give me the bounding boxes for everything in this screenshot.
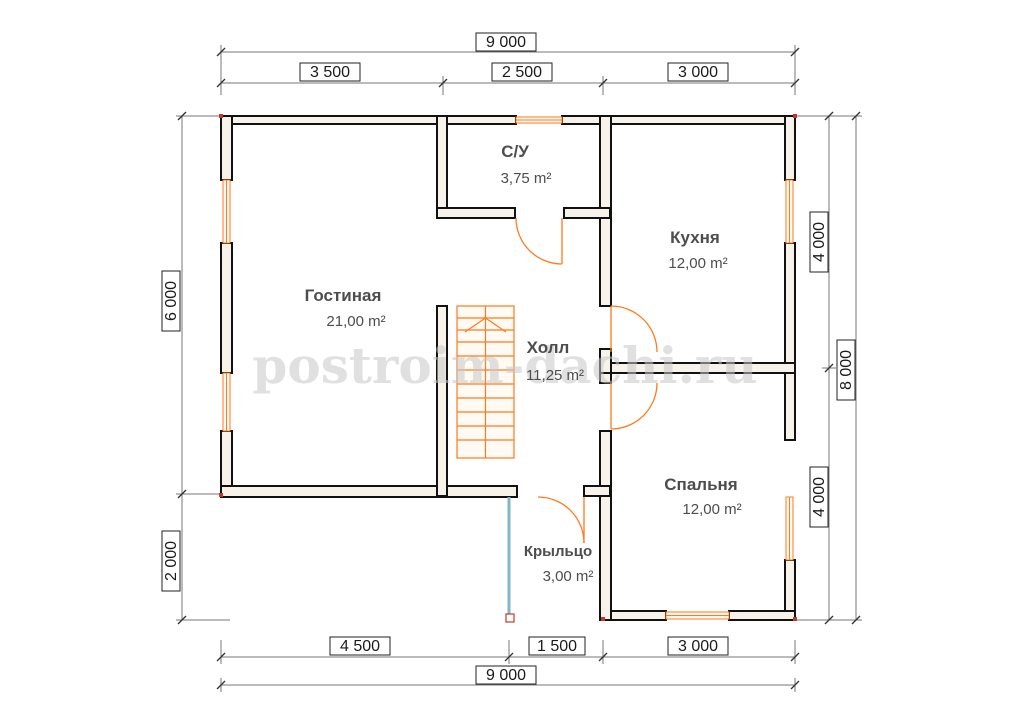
dim-left-porch: 2 000 — [163, 541, 180, 581]
dim-bottom-3: 3 000 — [678, 638, 718, 655]
watermark: postroim-dachi.ru — [252, 336, 757, 395]
dim-top-3: 3 000 — [678, 64, 718, 81]
dim-top-1: 3 500 — [310, 64, 350, 81]
dim-bottom-1: 4 500 — [340, 638, 380, 655]
room-living-area: 21,00 m² — [326, 313, 385, 330]
room-porch-area: 3,00 m² — [543, 568, 594, 585]
dim-right-upper: 4 000 — [811, 222, 828, 262]
windows — [222, 116, 794, 620]
room-living-name: Гостиная — [305, 286, 382, 305]
room-hall-name: Холл — [527, 338, 570, 357]
room-bedroom-name: Спальня — [664, 475, 737, 494]
corner-marks — [219, 114, 797, 621]
doors — [515, 217, 658, 544]
dimension-label-boxes — [161, 32, 856, 685]
room-porch-name: Крыльцо — [524, 543, 592, 560]
dim-top-2: 2 500 — [502, 64, 542, 81]
porch-railing — [505, 497, 515, 623]
dim-bottom-2: 1 500 — [537, 638, 577, 655]
room-bedroom-area: 12,00 m² — [682, 501, 741, 518]
dimension-ticks — [177, 47, 861, 690]
room-kitchen-name: Кухня — [670, 228, 720, 247]
room-bathroom-area: 3,75 m² — [501, 170, 552, 187]
walls — [220, 115, 796, 621]
dim-bottom-total: 9 000 — [486, 667, 526, 684]
dim-right-lower: 4 000 — [811, 477, 828, 517]
room-bathroom-name: С/У — [501, 142, 529, 161]
dim-top-total: 9 000 — [486, 34, 526, 51]
room-kitchen-area: 12,00 m² — [668, 255, 727, 272]
staircase — [456, 305, 515, 459]
dim-left-house: 6 000 — [163, 281, 180, 321]
dim-right-total: 8 000 — [838, 350, 855, 390]
room-hall-area: 11,25 m² — [526, 367, 584, 384]
